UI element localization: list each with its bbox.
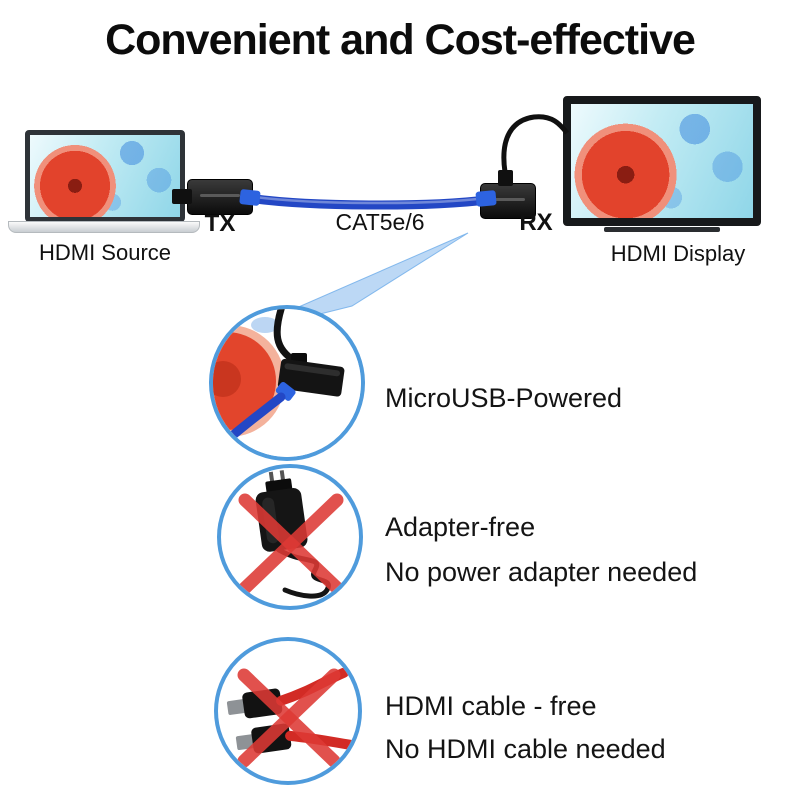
laptop-base (8, 221, 200, 233)
fruit-flesh (213, 332, 276, 430)
microusb-zoom-circle (209, 305, 365, 461)
tv-display (563, 96, 761, 226)
cat-cable-highlight (246, 194, 488, 205)
cable-label: CAT5e/6 (335, 209, 425, 235)
feature-hdmi-title: HDMI cable - free (385, 691, 597, 721)
rx-device-zoomed (277, 358, 345, 397)
tv-stand (604, 227, 720, 232)
zoom-detail-illustration (213, 309, 361, 457)
tx-label: TX (204, 210, 236, 237)
rx-to-tv-cable (501, 114, 569, 173)
power-adapter-illustration (238, 470, 344, 599)
cat-cable (243, 193, 491, 210)
rx-label: RX (519, 209, 553, 236)
hdmi-source-label: HDMI Source (38, 240, 172, 265)
red-cross-icon (238, 493, 344, 595)
red-cross-icon (237, 668, 341, 768)
feature-hdmi-subtitle: No HDMI cable needed (385, 734, 666, 764)
fruit-core (213, 361, 241, 397)
rj45-connector-zoomed (275, 381, 296, 401)
water-splash (251, 317, 279, 333)
page-title: Convenient and Cost-effective (105, 16, 696, 64)
hdmi-free-circle (214, 637, 362, 785)
feature-microusb-title: MicroUSB-Powered (385, 383, 623, 413)
adapter-free-circle (217, 464, 363, 610)
laptop-screen (25, 130, 185, 222)
hdmi-cable-illustration (226, 667, 358, 768)
tv-screen (571, 104, 753, 218)
feature-adapter-subtitle: No power adapter needed (385, 557, 698, 587)
feature-adapter-title: Adapter-free (385, 512, 536, 542)
microusb-power-cord (273, 309, 297, 365)
hdmi-display-label: HDMI Display (610, 241, 746, 266)
